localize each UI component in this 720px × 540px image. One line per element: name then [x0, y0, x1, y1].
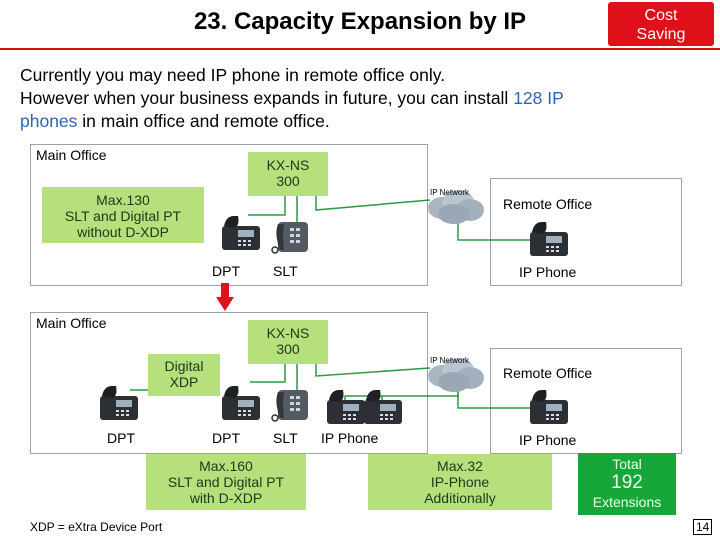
ip-phone-icon	[530, 222, 568, 256]
page-title: 23. Capacity Expansion by IP	[193, 8, 527, 35]
ip-phone-label-main: IP Phone	[321, 430, 379, 446]
ip-phone-icon	[327, 390, 365, 424]
ip-network-cloud-icon	[428, 190, 484, 224]
ip-network-cloud-icon	[428, 358, 484, 392]
slt-label-top: SLT	[273, 263, 298, 279]
max160-line-3: with D-XDP	[189, 490, 263, 506]
ip-phone-icon	[530, 390, 568, 424]
intro-highlight-phones: phones	[20, 111, 78, 131]
pbx-kxns300-bottom: KX-NS 300	[248, 320, 328, 364]
ip-network-label-bottom: IP Network	[430, 356, 469, 365]
dpt-label-bottom-left: DPT	[107, 430, 135, 446]
pbx-model-top: KX-NS	[266, 157, 310, 173]
cost-saving-label: Cost Saving	[636, 7, 686, 43]
digital-phone-icon	[222, 216, 260, 250]
main-office-label-top: Main Office	[36, 147, 107, 163]
xdp-line-1: Digital	[164, 358, 204, 374]
pbx-model-bottom: KX-NS	[266, 325, 310, 341]
pbx-number-top: 300	[276, 173, 300, 189]
max32-line-1: Max.32	[437, 458, 483, 474]
slt-phone-icon	[271, 222, 308, 254]
main-office-panel-bottom	[30, 312, 428, 454]
intro-line-2-text: However when your business expands in fu…	[20, 88, 514, 108]
digital-phone-icon	[100, 386, 138, 420]
xdp-footnote: XDP = eXtra Device Port	[30, 520, 163, 534]
dpt-label-bottom: DPT	[212, 430, 240, 446]
total-extensions-box: Total 192 Extensions	[578, 453, 676, 515]
remote-office-label-bottom: Remote Office	[503, 365, 593, 381]
down-arrow-icon	[216, 283, 234, 311]
ip-network-label-top: IP Network	[430, 188, 469, 197]
dpt-label-top: DPT	[212, 263, 240, 279]
total-label: Total	[612, 456, 642, 472]
intro-line-3-text: in main office and remote office.	[77, 111, 330, 131]
max32-line-2: IP-Phone	[430, 474, 490, 490]
max32-box: Max.32 IP-Phone Additionally	[368, 454, 552, 510]
max130-line-1: Max.130	[96, 192, 150, 208]
remote-office-label-top: Remote Office	[503, 196, 593, 212]
ip-phone-label-remote: IP Phone	[519, 432, 577, 448]
digital-phone-icon	[222, 386, 260, 420]
intro-highlight-128: 128 IP	[513, 88, 564, 108]
page-number: 14	[693, 519, 713, 535]
pbx-kxns300-top: KX-NS 300	[248, 152, 328, 196]
xdp-line-2: XDP	[169, 374, 199, 390]
intro-text: Currently you may need IP phone in remot…	[20, 64, 700, 133]
remote-office-panel-bottom	[490, 348, 682, 454]
ip-phone-label-top: IP Phone	[519, 264, 577, 280]
max130-box: Max.130 SLT and Digital PT without D-XDP	[42, 187, 204, 243]
intro-line-3: phones in main office and remote office.	[20, 110, 700, 133]
max160-line-2: SLT and Digital PT	[167, 474, 285, 490]
pbx-number-bottom: 300	[276, 341, 300, 357]
max130-line-3: without D-XDP	[77, 224, 169, 240]
main-office-label-bottom: Main Office	[36, 315, 107, 331]
ip-phone-icon	[364, 390, 402, 424]
intro-line-1: Currently you may need IP phone in remot…	[20, 65, 446, 85]
max160-box: Max.160 SLT and Digital PT with D-XDP	[146, 454, 306, 510]
title-underline	[0, 48, 720, 50]
remote-office-panel-top	[490, 178, 682, 286]
max130-line-2: SLT and Digital PT	[64, 208, 182, 224]
cost-saving-badge: Cost Saving	[608, 2, 714, 46]
total-unit: Extensions	[592, 494, 662, 510]
slt-label-bottom: SLT	[273, 430, 298, 446]
max160-line-1: Max.160	[199, 458, 253, 474]
slt-phone-icon	[271, 390, 308, 422]
total-value: 192	[611, 472, 643, 493]
intro-line-2: However when your business expands in fu…	[20, 87, 700, 110]
max32-line-3: Additionally	[424, 490, 496, 506]
digital-xdp-box: Digital XDP	[148, 354, 220, 396]
